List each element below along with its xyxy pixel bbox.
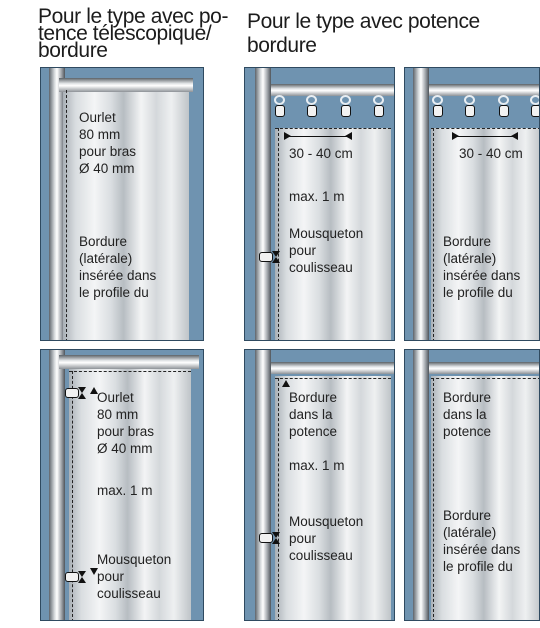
measure-arrow-icon: [90, 387, 98, 394]
label-carabiner: Mousqueton pour coulisseau: [289, 226, 364, 275]
border-line: [278, 128, 279, 340]
awning-fabric: [69, 369, 191, 620]
carabiner-clip-icon: [65, 387, 87, 399]
border-line: [69, 371, 191, 372]
label-max: max. 1 m: [289, 458, 345, 473]
rail: [271, 362, 394, 374]
curtain-hook-icon: [372, 95, 386, 119]
heading-border: Pour le type avec potence bordure: [247, 10, 480, 58]
label-max: max. 1 m: [289, 189, 345, 204]
curtain-hook-icon: [529, 95, 539, 119]
border-line: [433, 378, 434, 620]
carabiner-clip-icon: [259, 251, 281, 263]
rail: [429, 84, 539, 96]
awning-fabric: [275, 128, 391, 340]
pole: [413, 68, 429, 340]
label-side-border: Bordure (latérale) insérée dans le profi…: [443, 508, 521, 574]
curtain-hook-icon: [497, 95, 511, 119]
heading-line: bordure: [38, 39, 108, 62]
label-border-in-pole: Bordure dans la potence: [289, 390, 338, 439]
label-max: max. 1 m: [97, 483, 153, 498]
label-side-border: Bordure (latérale) insérée dans le profi…: [443, 234, 521, 300]
label-hem: Ourlet 80 mm pour bras Ø 40 mm: [79, 110, 137, 176]
heading-line: Pour le type avec potence: [247, 10, 480, 33]
curtain-hook-icon: [339, 95, 353, 119]
awning-fabric: [275, 376, 391, 620]
border-line: [278, 378, 279, 620]
heading-telescopic: Pour le type avec po- tence télescopique…: [38, 5, 229, 62]
diagram-panel-5: Bordure dans la potence max. 1 m Mousque…: [244, 349, 395, 621]
label-spacing: 30 - 40 cm: [459, 146, 523, 161]
diagram-panel-1: Ourlet 80 mm pour bras Ø 40 mm Bordure (…: [40, 67, 204, 341]
diagram-panel-4: Ourlet 80 mm pour bras Ø 40 mm max. 1 m …: [40, 349, 204, 621]
border-line: [275, 128, 391, 129]
label-side-border: Bordure (latérale) insérée dans le profi…: [79, 234, 157, 300]
pole: [413, 350, 429, 620]
awning-fabric: [431, 128, 539, 340]
roller-tube: [59, 78, 193, 92]
heading-line: tence télescopique/: [38, 22, 212, 45]
border-line: [275, 378, 391, 379]
border-line: [433, 128, 434, 340]
label-hem: Ourlet 80 mm pour bras Ø 40 mm: [97, 390, 155, 456]
carabiner-clip-icon: [259, 532, 281, 544]
heading-line: Pour le type avec po-: [38, 5, 229, 28]
carabiner-clip-icon: [65, 571, 87, 583]
rail: [271, 84, 394, 96]
border-line: [431, 128, 539, 129]
curtain-hook-icon: [431, 95, 445, 119]
measure-arrow-icon: [90, 568, 98, 575]
label-border-in-pole: Bordure dans la potence: [443, 390, 492, 439]
pole: [49, 68, 65, 340]
pole: [255, 350, 271, 620]
pole: [49, 350, 65, 620]
pole: [255, 68, 271, 340]
curtain-hook-icon: [305, 95, 319, 119]
awning-fabric: [63, 92, 189, 340]
diagram-panel-3: 30 - 40 cm Bordure (latérale) insérée da…: [404, 67, 540, 341]
measure-arrow-icon: [452, 132, 518, 140]
diagram-panel-6: Bordure dans la potence Bordure (latéral…: [404, 349, 540, 621]
curtain-hook-icon: [463, 95, 477, 119]
measure-arrow-icon: [284, 132, 352, 140]
label-carabiner: Mousqueton pour coulisseau: [97, 552, 172, 601]
curtain-hook-icon: [273, 95, 287, 119]
diagram-panel-2: 30 - 40 cm max. 1 m Mousqueton pour coul…: [244, 67, 395, 341]
measure-arrow-icon: [282, 380, 290, 387]
roller-tube: [59, 355, 199, 369]
border-line: [431, 378, 539, 379]
rail: [429, 362, 539, 374]
heading-line: bordure: [247, 34, 317, 57]
border-line: [72, 371, 73, 620]
label-carabiner: Mousqueton pour coulisseau: [289, 514, 364, 563]
label-spacing: 30 - 40 cm: [289, 146, 353, 161]
border-line: [66, 90, 67, 340]
awning-fabric: [431, 376, 539, 620]
